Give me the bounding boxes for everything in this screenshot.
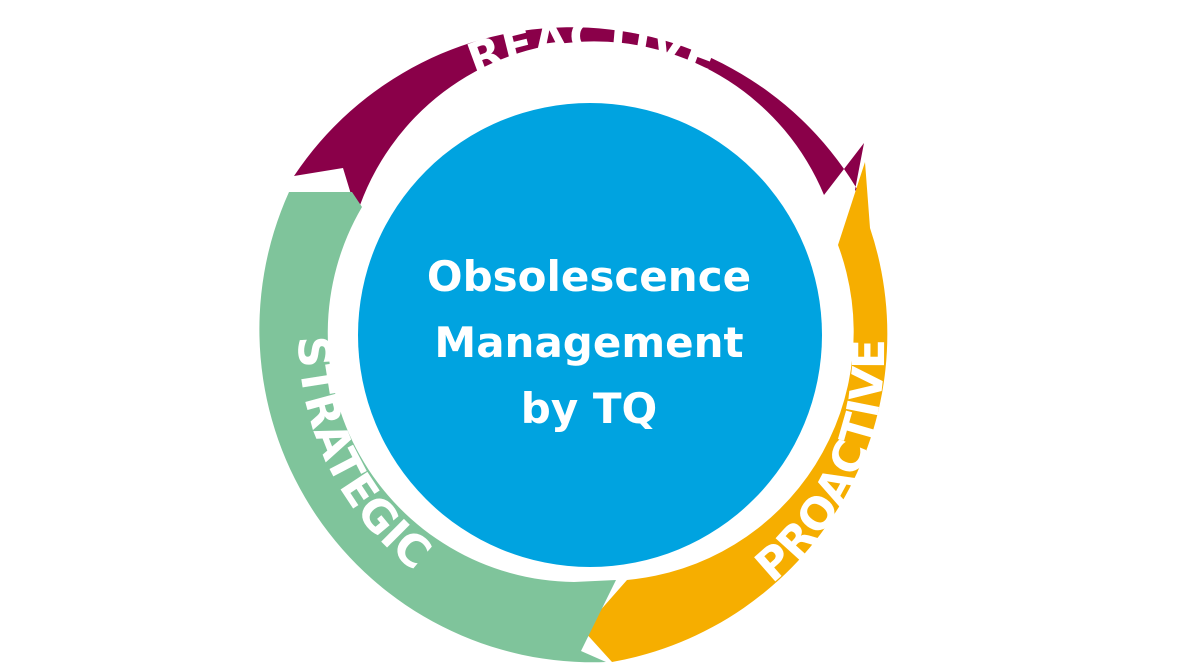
center-circle	[358, 103, 822, 567]
proactive-arc-segment	[583, 162, 888, 662]
center-title-line-3: by TQ	[521, 384, 657, 433]
center-title-line-1: Obsolescence	[427, 252, 751, 301]
reactive-arc-segment	[294, 27, 866, 214]
strategic-arc-segment	[259, 192, 616, 663]
center-title-line-2: Management	[434, 318, 743, 367]
